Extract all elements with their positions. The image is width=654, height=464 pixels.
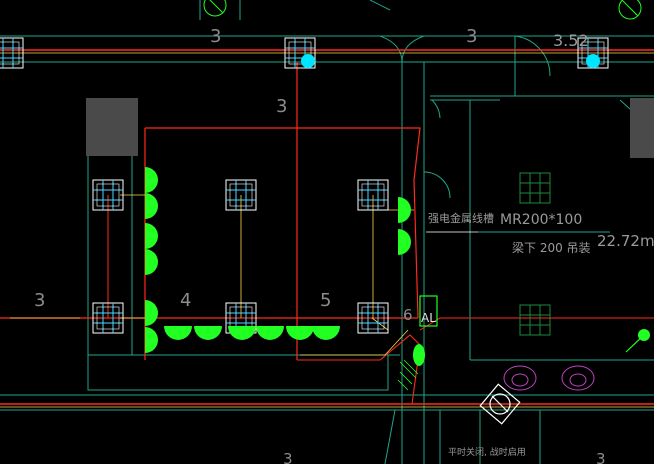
grille-green-upper — [519, 172, 551, 204]
fan-icon-center — [301, 54, 315, 68]
switch-icon — [625, 329, 650, 353]
grille-green-lower — [519, 304, 551, 336]
label-bottom-circuit-a: 3 — [283, 450, 293, 464]
label-circuit-3-top-left: 3 — [210, 26, 221, 47]
label-mount-note: 梁下 200 吊装 — [512, 240, 591, 255]
lamps-right-column — [398, 197, 411, 255]
label-tray-size: MR200*100 — [500, 212, 582, 228]
junction-lamp-icon — [413, 344, 425, 366]
label-circuit-3-top-right: 3 — [466, 26, 477, 47]
sanitary-fixtures — [503, 365, 595, 391]
label-panel-code: AL — [421, 311, 436, 325]
column-right — [630, 98, 654, 158]
detector-icon-top-left — [203, 0, 227, 17]
label-circuit-5: 5 — [320, 290, 331, 311]
label-circuit-3-mid: 3 — [276, 96, 287, 117]
label-tray: 强电金属线槽 — [428, 211, 494, 225]
label-bottom-note: 平时关闭, 战时启用 — [448, 446, 526, 458]
fan-icon-right — [586, 54, 600, 68]
lamps-bottom-row — [164, 326, 340, 340]
label-circuit-3-left: 3 — [34, 290, 45, 311]
lamps-left-column — [145, 167, 158, 353]
panel-box — [419, 295, 438, 327]
label-circuit-4: 4 — [180, 290, 191, 311]
label-circuit-6: 6 — [403, 306, 413, 324]
column-left — [86, 98, 138, 156]
exhaust-fan-icon — [479, 383, 521, 425]
label-dimension: 3.52 — [553, 31, 589, 50]
detector-icon-top-right — [618, 0, 642, 20]
label-bottom-circuit-b: 3 — [596, 450, 606, 464]
hatch-pattern — [397, 359, 419, 391]
label-area: 22.72m — [597, 232, 654, 250]
